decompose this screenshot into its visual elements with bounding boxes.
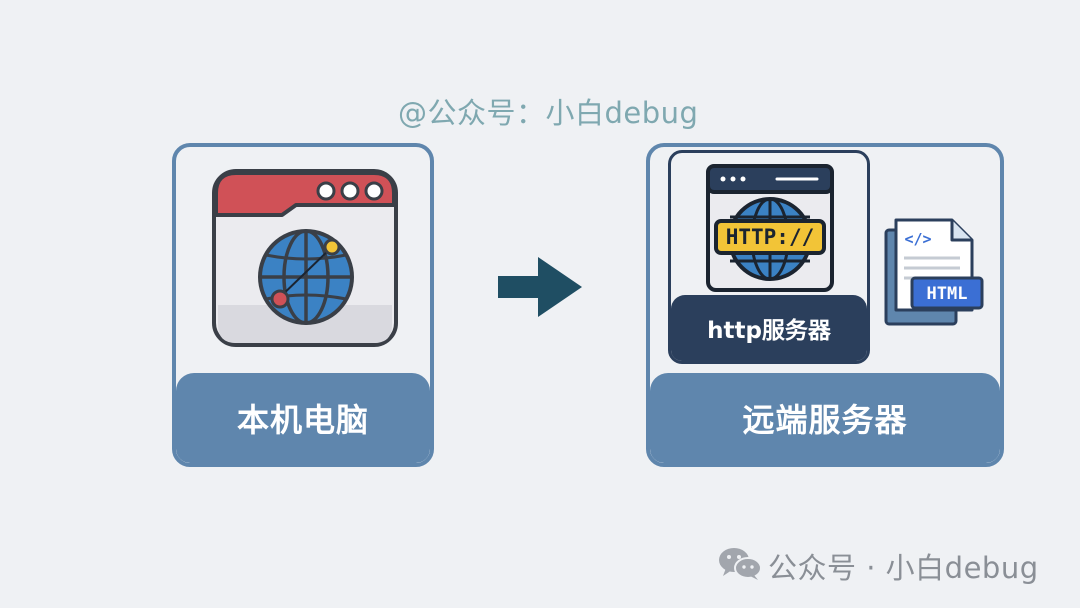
http-server-label: http服务器 [671, 295, 867, 361]
http-server-panel: HTTP:// http服务器 [668, 150, 870, 364]
code-tag-text: </> [904, 230, 931, 248]
local-computer-card: 本机电脑 [172, 143, 434, 467]
html-file-icon: </> HTML [884, 218, 984, 326]
footer-watermark-text: 公众号 · 小白debug [768, 551, 1039, 585]
watermark-top: @公众号：小白debug [398, 96, 699, 130]
http-browser-icon: HTTP:// [706, 164, 834, 292]
arrow-right-icon [498, 257, 582, 317]
http-icon-text: HTTP:// [726, 225, 815, 249]
remote-server-label: 远端服务器 [650, 373, 1000, 463]
local-computer-label: 本机电脑 [176, 373, 430, 463]
html-tag-text: HTML [927, 284, 968, 304]
wechat-icon [719, 548, 762, 580]
browser-globe-icon [212, 169, 398, 347]
